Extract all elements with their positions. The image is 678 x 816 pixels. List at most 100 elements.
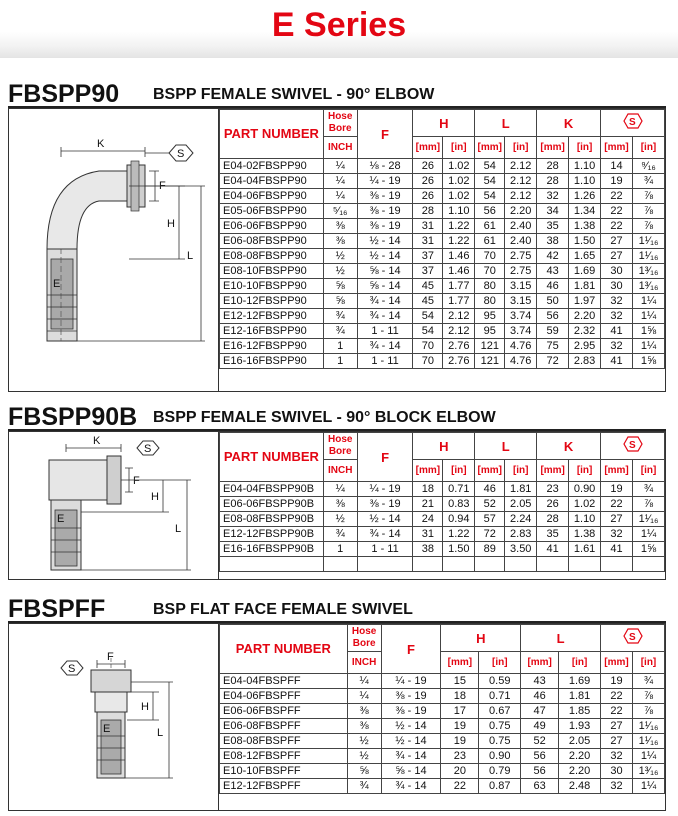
spec-cell: 1¼ xyxy=(632,293,665,309)
spec-cell: 1⅝ xyxy=(632,541,665,557)
spec-cell: 80 xyxy=(474,278,506,294)
hex-s-icon: S xyxy=(622,113,643,129)
spec-cell: ¼ - 19 xyxy=(356,173,414,189)
spec-cell: ⅜ xyxy=(346,703,382,719)
spec-cell: 89 xyxy=(474,541,506,557)
part-number-cell: E10-10FBSPP90 xyxy=(219,278,324,294)
header-inch: INCH xyxy=(346,651,382,674)
dim-label-h: H xyxy=(141,701,149,713)
spec-cell: 0.79 xyxy=(478,763,522,779)
spec-cell: 45 xyxy=(412,278,444,294)
spec-cell: 1.10 xyxy=(568,511,602,527)
spec-cell: 30 xyxy=(600,278,633,294)
spec-cell: 1¹⁄₁₆ xyxy=(632,233,665,249)
part-number-cell: E04-04FBSPP90 xyxy=(219,173,324,189)
spec-cell: 2.76 xyxy=(442,338,476,354)
spec-cell: 18 xyxy=(440,688,480,704)
block-elbow-fitting-svg: E K S F H L xyxy=(48,435,191,571)
spec-cell: 0.75 xyxy=(478,733,522,749)
spec-cell: 26 xyxy=(412,188,444,204)
spec-cell: ¾ xyxy=(322,308,358,324)
spec-cell: 1.22 xyxy=(442,233,476,249)
spec-cell: ¼ - 19 xyxy=(380,673,442,689)
spec-cell: 75 xyxy=(536,338,570,354)
spec-cell: 56 xyxy=(520,763,560,779)
series-title: E Series xyxy=(271,6,407,44)
spec-cell: 70 xyxy=(474,263,506,279)
spec-cell: 23 xyxy=(440,748,480,764)
dim-label-l: L xyxy=(157,727,163,739)
spec-cell: 0.83 xyxy=(442,496,476,512)
spec-cell: 2.40 xyxy=(504,218,538,234)
spec-cell: ⅞ xyxy=(632,203,665,219)
spec-cell: 1.10 xyxy=(568,173,602,189)
header-k-in: [in] xyxy=(568,136,602,159)
spec-cell: ⅜ xyxy=(322,218,358,234)
spec-cell: 72 xyxy=(474,526,506,542)
spec-cell: 27 xyxy=(600,733,633,749)
spec-cell: 1¹⁄₁₆ xyxy=(631,733,666,749)
spec-cell: 1 - 11 xyxy=(356,353,414,369)
spec-cell: 2.76 xyxy=(442,353,476,369)
header-k: K xyxy=(536,432,602,460)
part-number-cell: E08-08FBSPP90 xyxy=(219,248,324,264)
spec-cell: 61 xyxy=(474,218,506,234)
spec-cell: 1.69 xyxy=(568,263,602,279)
product-panel: E K S F H L PART NUMBER Hose Bore F xyxy=(8,431,666,580)
spec-cell: 1⅝ xyxy=(632,353,665,369)
spec-cell: 4.76 xyxy=(504,338,538,354)
empty-cell xyxy=(356,556,414,572)
spec-cell: 2.05 xyxy=(504,496,538,512)
spec-cell: 1.81 xyxy=(568,278,602,294)
header-s-mm: [mm] xyxy=(600,136,633,159)
spec-cell: ⅝ xyxy=(322,278,358,294)
header-l-mm: [mm] xyxy=(520,651,560,674)
header-k-mm: [mm] xyxy=(536,136,570,159)
header-part-number: PART NUMBER xyxy=(219,432,324,482)
spec-cell: ¼ xyxy=(322,481,358,497)
spec-cell: 121 xyxy=(474,353,506,369)
spec-cell: 2.75 xyxy=(504,263,538,279)
spec-cell: 19 xyxy=(600,481,634,497)
spec-cell: 21 xyxy=(412,496,444,512)
dim-label-s: S xyxy=(68,663,75,675)
spec-cell: 1.81 xyxy=(558,688,602,704)
section-description: BSPP FEMALE SWIVEL - 90° BLOCK ELBOW xyxy=(153,409,496,426)
spec-cell: 1.77 xyxy=(442,278,476,294)
spec-cell: ⅜ xyxy=(322,496,358,512)
spec-cell: 20 xyxy=(440,763,480,779)
spec-cell: ⅞ xyxy=(632,188,665,204)
spec-cell: 63 xyxy=(520,778,560,794)
part-number-cell: E10-12FBSPP90 xyxy=(219,293,324,309)
header-hex-s: S xyxy=(600,624,665,652)
spec-cell: ⅜ - 19 xyxy=(356,218,414,234)
dim-label-f: F xyxy=(107,651,114,663)
section-rule xyxy=(8,429,666,431)
header-s-mm: [mm] xyxy=(600,651,633,674)
spec-cell: 1.22 xyxy=(442,218,476,234)
spec-cell: 26 xyxy=(536,496,570,512)
spec-cell: 1¼ xyxy=(632,338,665,354)
header-l-mm: [mm] xyxy=(474,136,506,159)
empty-cell xyxy=(322,556,358,572)
spec-cell: ½ xyxy=(322,248,358,264)
spec-cell: 1.65 xyxy=(568,248,602,264)
header-f: F xyxy=(356,109,414,159)
spec-cell: 1.77 xyxy=(442,293,476,309)
series-banner: E Series xyxy=(0,0,678,58)
dim-label-l: L xyxy=(187,250,193,262)
spec-cell: ⅜ xyxy=(346,718,382,734)
spec-cell: ⁵⁄₁₆ xyxy=(322,203,358,219)
spec-cell: 4.76 xyxy=(504,353,538,369)
spec-table-fbspff: PART NUMBER Hose Bore F H L S INCH [mm] … xyxy=(219,624,666,794)
spec-cell: ¼ xyxy=(322,188,358,204)
spec-cell: 2.20 xyxy=(558,748,602,764)
spec-cell: 1.50 xyxy=(568,233,602,249)
spec-cell: 22 xyxy=(600,688,633,704)
